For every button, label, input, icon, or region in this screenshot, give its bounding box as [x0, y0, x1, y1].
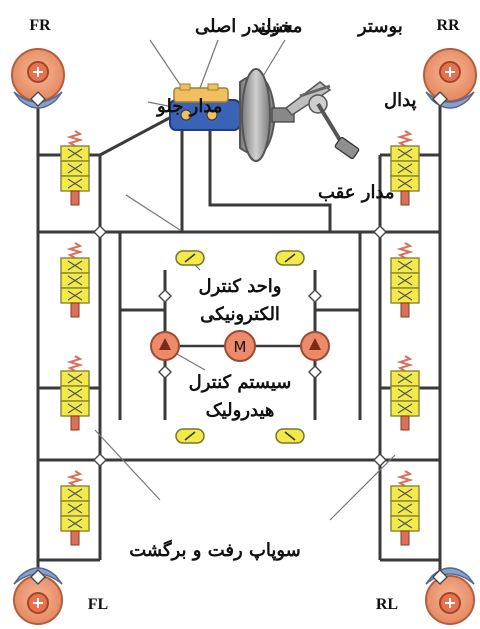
junction-diamond	[308, 365, 322, 379]
check-valves	[175, 250, 305, 444]
hcu-label-line1: سیستم کنترل	[189, 372, 292, 393]
junction-diamond	[158, 289, 172, 303]
rear-circuit-label: مدار عقب	[318, 182, 395, 203]
junction-diamond	[308, 289, 322, 303]
wheel-rl-label: RL	[376, 596, 398, 613]
booster-label: بوستر	[356, 16, 403, 37]
pedal	[284, 81, 360, 160]
front-circuit-label: مدار جلو	[155, 96, 222, 117]
pump-left	[150, 331, 180, 361]
junction-diamond	[373, 453, 387, 467]
pump-motor-unit: M	[150, 330, 330, 362]
solenoid-valve	[390, 470, 420, 546]
reservoir-label: مخزن	[258, 16, 302, 37]
solenoid-valve	[390, 130, 420, 206]
solenoid-valve	[60, 470, 90, 546]
ecu-label-line1: واحد کنترل	[199, 276, 282, 297]
hcu-label-line2: هیدرولیک	[206, 400, 275, 421]
junction-group	[93, 225, 387, 467]
motor: M	[224, 330, 256, 362]
pedal-label: پدال	[384, 90, 417, 111]
leader-lines	[94, 39, 396, 521]
pump-right	[300, 331, 330, 361]
ecu-label-line2: الکترونیکی	[200, 304, 280, 325]
solenoid-valve	[390, 355, 420, 431]
junction-diamond	[373, 225, 387, 239]
master-cylinder-assembly	[169, 68, 360, 162]
wheel-fl	[13, 567, 63, 625]
solenoid-valve	[60, 355, 90, 431]
solenoid-valve	[60, 242, 90, 318]
junction-diamond	[158, 365, 172, 379]
text-labels: FR RR FL RL بوستر مخزن سیلندر اصلی مدار …	[29, 16, 460, 613]
reservoir	[173, 87, 229, 103]
wheel-rr-label: RR	[436, 17, 460, 34]
motor-label: M	[234, 338, 247, 356]
master-cylinder-label: سیلندر اصلی	[195, 16, 293, 37]
wheel-rl	[425, 567, 475, 625]
valves-label: سوپاپ رفت و برگشت	[129, 539, 301, 561]
wheel-rr	[423, 48, 477, 109]
solenoid-valve	[390, 242, 420, 318]
junction-diamond	[93, 453, 107, 467]
valve-group	[60, 130, 420, 546]
wheel-fl-label: FL	[88, 596, 108, 613]
wheel-fr	[11, 48, 65, 109]
wheel-fr-label: FR	[29, 17, 51, 34]
solenoid-valve	[60, 130, 90, 206]
junction-diamond	[93, 225, 107, 239]
